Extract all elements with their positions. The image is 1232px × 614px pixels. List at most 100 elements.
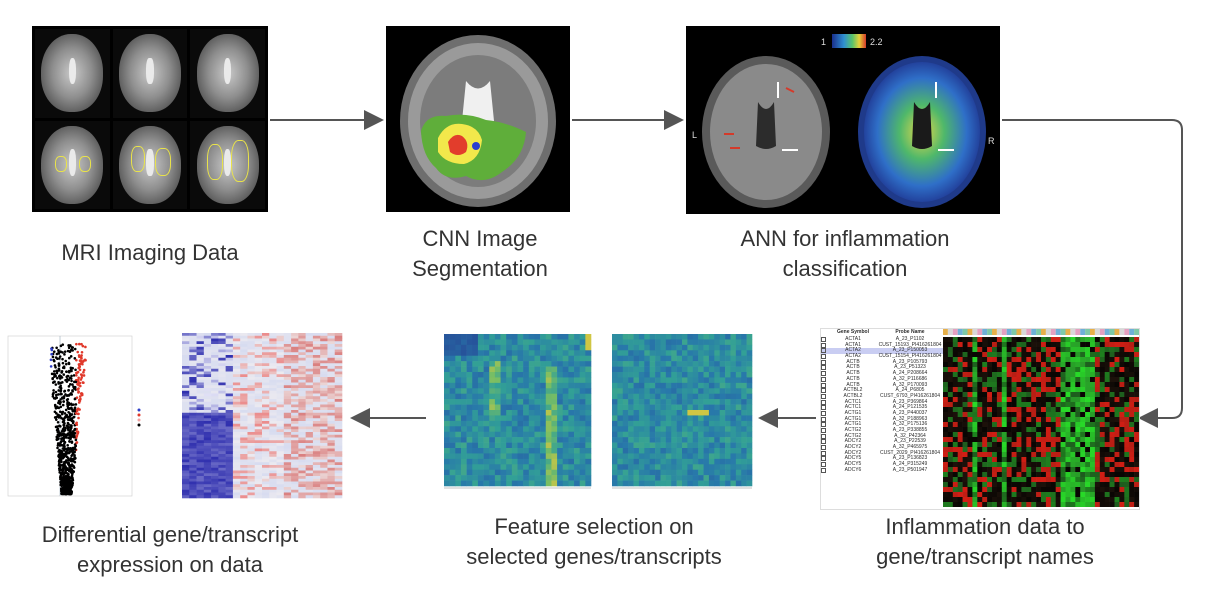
row-checkbox[interactable] <box>821 439 826 445</box>
heatmap-annotation-cell <box>1016 329 1022 335</box>
row-checkbox[interactable] <box>821 342 826 348</box>
row-checkbox[interactable] <box>821 348 826 354</box>
heatmap-cell <box>1060 432 1066 438</box>
heatmap-cell <box>1070 412 1076 418</box>
row-checkbox[interactable] <box>821 359 826 365</box>
row-checkbox[interactable] <box>821 388 826 394</box>
heatmap-cell <box>977 492 983 498</box>
heatmap-cell <box>1075 497 1081 503</box>
feature-heatmap-cell <box>692 464 699 471</box>
heatmap-cell <box>1070 417 1076 423</box>
row-checkbox[interactable] <box>821 410 826 416</box>
differential-heatmap-cell <box>225 377 234 381</box>
heatmap-cell <box>1011 377 1017 383</box>
row-checkbox[interactable] <box>821 399 826 405</box>
differential-heatmap-cell <box>291 434 299 438</box>
feature-heatmap-cell <box>676 437 683 443</box>
row-checkbox[interactable] <box>821 450 826 456</box>
heatmap-cell <box>1011 462 1017 468</box>
heatmap-cell <box>1050 487 1056 493</box>
differential-heatmap-cell <box>276 421 285 425</box>
row-checkbox[interactable] <box>821 428 826 433</box>
heatmap-cell <box>1114 357 1120 363</box>
row-checkbox[interactable] <box>821 445 826 451</box>
feature-heatmap-cell <box>472 475 479 481</box>
heatmap-cell <box>1041 447 1047 453</box>
row-checkbox[interactable] <box>821 337 826 342</box>
heatmap-cell <box>1134 407 1139 413</box>
row-checkbox[interactable] <box>821 462 826 468</box>
differential-heatmap-cell <box>262 390 270 394</box>
feature-heatmap-cell <box>735 475 742 481</box>
row-checkbox[interactable] <box>821 467 826 473</box>
differential-heatmap-cell <box>232 357 241 361</box>
differential-heatmap-cell <box>334 429 343 433</box>
heatmap-cell <box>943 387 949 393</box>
heatmap-cell <box>987 457 993 463</box>
row-checkbox[interactable] <box>821 456 826 462</box>
heatmap-cell <box>1006 432 1012 438</box>
differential-heatmap-cell <box>262 437 270 441</box>
feature-heatmap-cell <box>698 399 704 405</box>
heatmap-cell <box>952 472 958 478</box>
row-checkbox[interactable] <box>821 422 826 428</box>
row-checkbox[interactable] <box>821 405 826 411</box>
row-checkbox[interactable] <box>821 416 826 422</box>
heatmap-cell <box>947 452 954 458</box>
row-checkbox[interactable] <box>821 354 826 360</box>
row-checkbox[interactable] <box>821 433 826 439</box>
feature-heatmap-cell <box>735 361 742 367</box>
caption-ann-line1: ANN for inflammation <box>740 226 950 251</box>
heatmap-cell <box>982 487 988 493</box>
feature-heatmap-cell <box>511 469 518 476</box>
volcano-point <box>56 420 60 424</box>
differential-heatmap-cell <box>225 355 234 359</box>
feature-heatmap-cell <box>472 420 479 427</box>
differential-heatmap-cell <box>320 390 328 394</box>
row-checkbox[interactable] <box>821 382 826 388</box>
row-checkbox[interactable] <box>821 376 826 382</box>
row-checkbox[interactable] <box>821 393 826 399</box>
volcano-point <box>63 489 66 493</box>
feature-heatmap-cell <box>687 334 694 340</box>
feature-heatmap-cell <box>719 361 726 367</box>
feature-heatmap-cell <box>540 334 547 340</box>
feature-heatmap-cell <box>660 361 667 367</box>
feature-heatmap-cell <box>494 420 501 427</box>
row-checkbox[interactable] <box>821 365 826 371</box>
heatmap-cell <box>1094 422 1101 428</box>
heatmap-cell <box>1045 477 1052 483</box>
feature-heatmap-cell <box>585 415 592 422</box>
differential-heatmap-cell <box>312 399 321 403</box>
row-checkbox[interactable] <box>821 371 826 377</box>
heatmap-cell <box>1060 477 1066 483</box>
caption-mri-text: MRI Imaging Data <box>61 240 239 265</box>
feature-heatmap-cell <box>730 448 737 454</box>
heatmap-cell <box>1085 497 1091 503</box>
feature-heatmap-cell <box>719 410 726 416</box>
